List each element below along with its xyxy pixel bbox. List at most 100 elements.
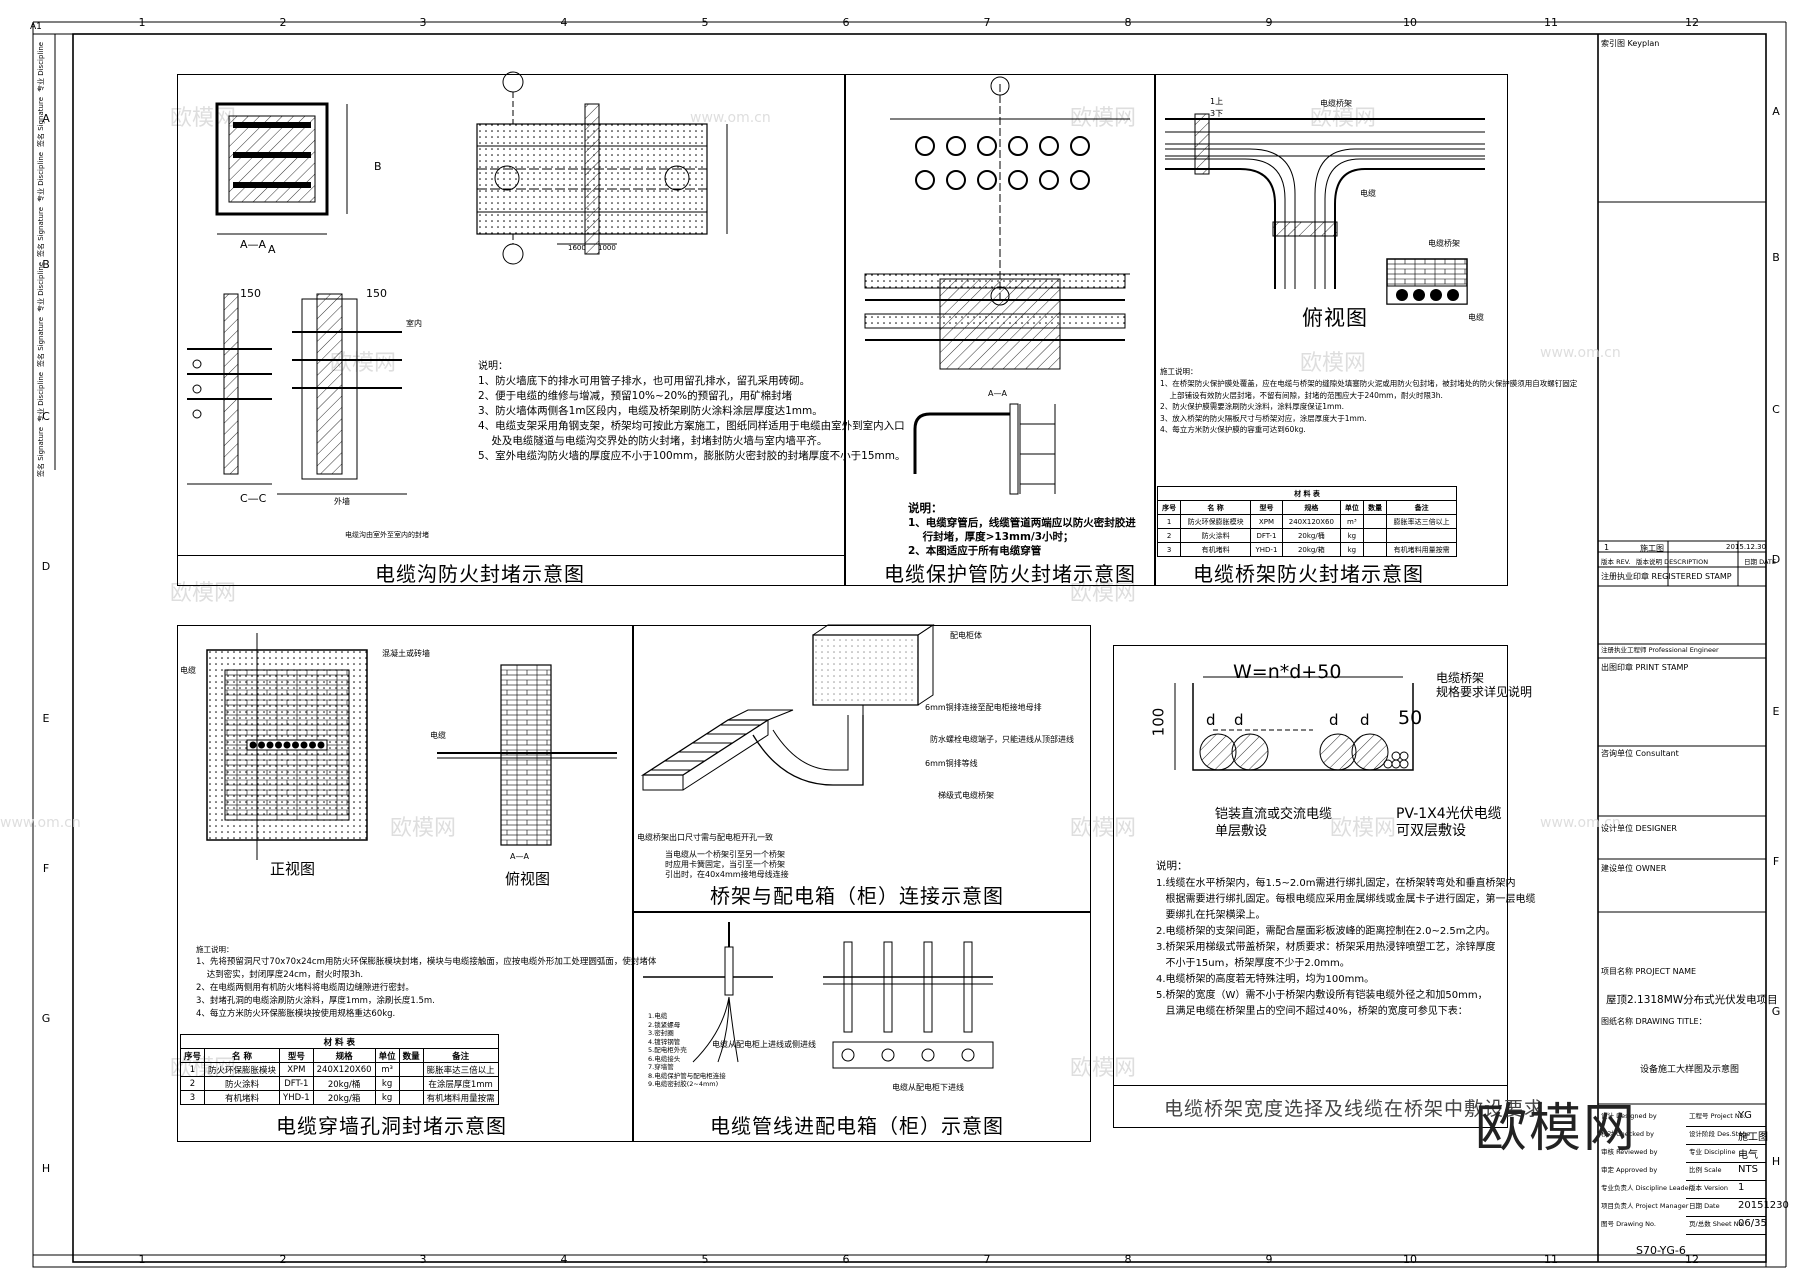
watermark-url: www.om.cn (1540, 345, 1621, 361)
table-header-cell: 序号 (1156, 500, 1182, 515)
grid-number-top: 3 (419, 16, 427, 29)
notes-title-tray-width: 说明： (1156, 860, 1188, 872)
protection-pipe-drawing (864, 76, 1130, 495)
tb-role-label: 专业负责人 Discipline Leader (1601, 1184, 1692, 1192)
conduit-pipe (923, 941, 933, 1033)
table-header-cell: 数量 (398, 1048, 424, 1063)
left-strip-label: 专业 Discipline (37, 41, 45, 92)
label-box: 配电柜体 (950, 631, 982, 640)
grid-number-top: 1 (138, 16, 146, 29)
notes-wall-hole: 1、先将预留洞尺寸70x70x24cm用防火环保膨胀模块封堵，模块与电缆接触面，… (196, 957, 657, 1019)
label-indoor: 室内 (406, 319, 422, 328)
dim-1000: 1000 (598, 244, 616, 252)
cable-cross-section (300, 741, 308, 749)
table-header-cell: 备注 (1386, 500, 1457, 515)
label-top-view-wall: 俯视图 (505, 870, 551, 888)
notes-cable-tray: 1、在桥架防火保护膜处覆盖，应在电缆与桥架的缝隙处填塞防火泥或用防火包封堵，被封… (1160, 379, 1578, 434)
left-strip-label: 专业 Discipline (37, 151, 45, 202)
grid-number-bottom: 4 (560, 1253, 568, 1266)
grid-number-bottom: 8 (1124, 1253, 1132, 1266)
tb-row-label: 版本 Version (1689, 1184, 1728, 1192)
left-strip-label: 签名 Signature (37, 207, 45, 257)
label-tray-spec: 电缆桥架 规格要求详见说明 (1436, 671, 1533, 699)
tb-role-label: 审定 Approved by (1601, 1166, 1658, 1174)
grid-number-top: 2 (279, 16, 287, 29)
tb-row-value: 1 (1738, 1182, 1745, 1193)
sub-caption-trench: 电缆沟由室外至室内的封堵 (345, 531, 429, 539)
label-ladder-tray: 梯级式电缆桥架 (938, 791, 994, 800)
table-cell: YHD-1 (279, 1090, 314, 1105)
tb-row-line (1686, 1216, 1766, 1217)
grid-letter-right: C (1772, 403, 1780, 416)
pv-cable (1391, 751, 1401, 761)
table-cell: DFT-1 (1249, 528, 1283, 543)
grid-letter-right: F (1772, 855, 1780, 868)
label-copper-wire: 6mm铜排等线 (925, 759, 978, 768)
table-cell: 1 (1156, 514, 1182, 529)
left-strip-label: 签名 Signature (37, 97, 45, 147)
watermark-url: www.om.cn (0, 815, 81, 831)
tb-row-line (1686, 1162, 1766, 1163)
table-cell: 有机堵料用量按需 (1386, 542, 1457, 557)
tb-row-line (1686, 1180, 1766, 1181)
table-header-cell: 单位 (1339, 500, 1364, 515)
table-header-cell: 规格 (1281, 500, 1341, 515)
label-section-aa-wall: A—A (510, 852, 529, 861)
cable-cross-section (266, 741, 274, 749)
label-dim-a: A (268, 243, 276, 256)
table-cell: 3 (1156, 542, 1182, 557)
tb-row-value: YG (1738, 1110, 1752, 1121)
table-cell: 防火涂料 (204, 1076, 281, 1091)
protection-pipe (946, 136, 966, 156)
grid-letter-right: A (1772, 105, 1780, 118)
table-header-cell: 名 称 (204, 1048, 281, 1063)
protection-pipe (915, 136, 935, 156)
pv-cable (1399, 751, 1409, 761)
cable-cross-section (317, 741, 325, 749)
table-header-cell: 序号 (179, 1048, 206, 1063)
tb-role-label: 设计 Designed by (1601, 1112, 1657, 1120)
panel-title-cable-trench: 电缆沟防火封堵示意图 (375, 562, 585, 586)
grid-letter-left: F (42, 862, 50, 875)
table-cell: YHD-1 (1249, 542, 1283, 557)
grid-letter-left: H (41, 1162, 51, 1175)
grid-letter-right: D (1771, 553, 1781, 566)
table-cell (1362, 542, 1388, 557)
protection-pipe (1008, 136, 1028, 156)
table-header-cell: 单位 (374, 1048, 400, 1063)
grid-number-top: 4 (560, 16, 568, 29)
table-cell (398, 1076, 424, 1091)
sub-caption-bottom-entry: 电缆从配电柜下进线 (892, 1083, 964, 1092)
tb-row-line (1686, 1144, 1766, 1145)
grid-number-top: 7 (983, 16, 991, 29)
tb-row-line (1686, 1198, 1766, 1199)
table-header-cell: 规格 (312, 1048, 376, 1063)
protection-pipe (915, 170, 935, 190)
plate-hole (921, 1048, 935, 1062)
tb-row-value: 施工图 (1738, 1132, 1768, 1143)
grid-number-bottom: 2 (279, 1253, 287, 1266)
tb-row-label: 专业 Discipline (1689, 1148, 1736, 1156)
table-cell (398, 1090, 424, 1105)
label-wall: 混凝土或砖墙 (382, 649, 430, 658)
notes-cable-trench: 1、防火墙底下的排水可用管子排水，也可用留孔排水，留孔采用砖砌。 2、便于电缆的… (478, 375, 906, 462)
plate-hole (961, 1048, 975, 1062)
watermark: 欧模网 (390, 816, 457, 841)
table-title: 材 料 表 (1157, 486, 1457, 501)
table-cell: 膨胀率达三倍以上 (1386, 514, 1457, 529)
tb-role-label: 校对 Checked by (1601, 1130, 1654, 1138)
left-strip-label: 专业 Discipline (37, 261, 45, 312)
left-strip-label: 签名 Signature (37, 427, 45, 477)
dim-150-right: 150 (366, 287, 387, 300)
table-cell (1362, 528, 1388, 543)
dim-1600: 1600 (568, 244, 586, 252)
protection-pipe (1070, 136, 1090, 156)
panel-protection-pipe (845, 74, 1155, 586)
tray-width-drawing (1174, 676, 1414, 771)
grid-letter-left: D (41, 560, 51, 573)
tray-box-drawing (640, 624, 935, 791)
protection-pipe (1039, 136, 1059, 156)
table-cell: kg (1339, 528, 1364, 543)
cable-cross-section (283, 741, 291, 749)
